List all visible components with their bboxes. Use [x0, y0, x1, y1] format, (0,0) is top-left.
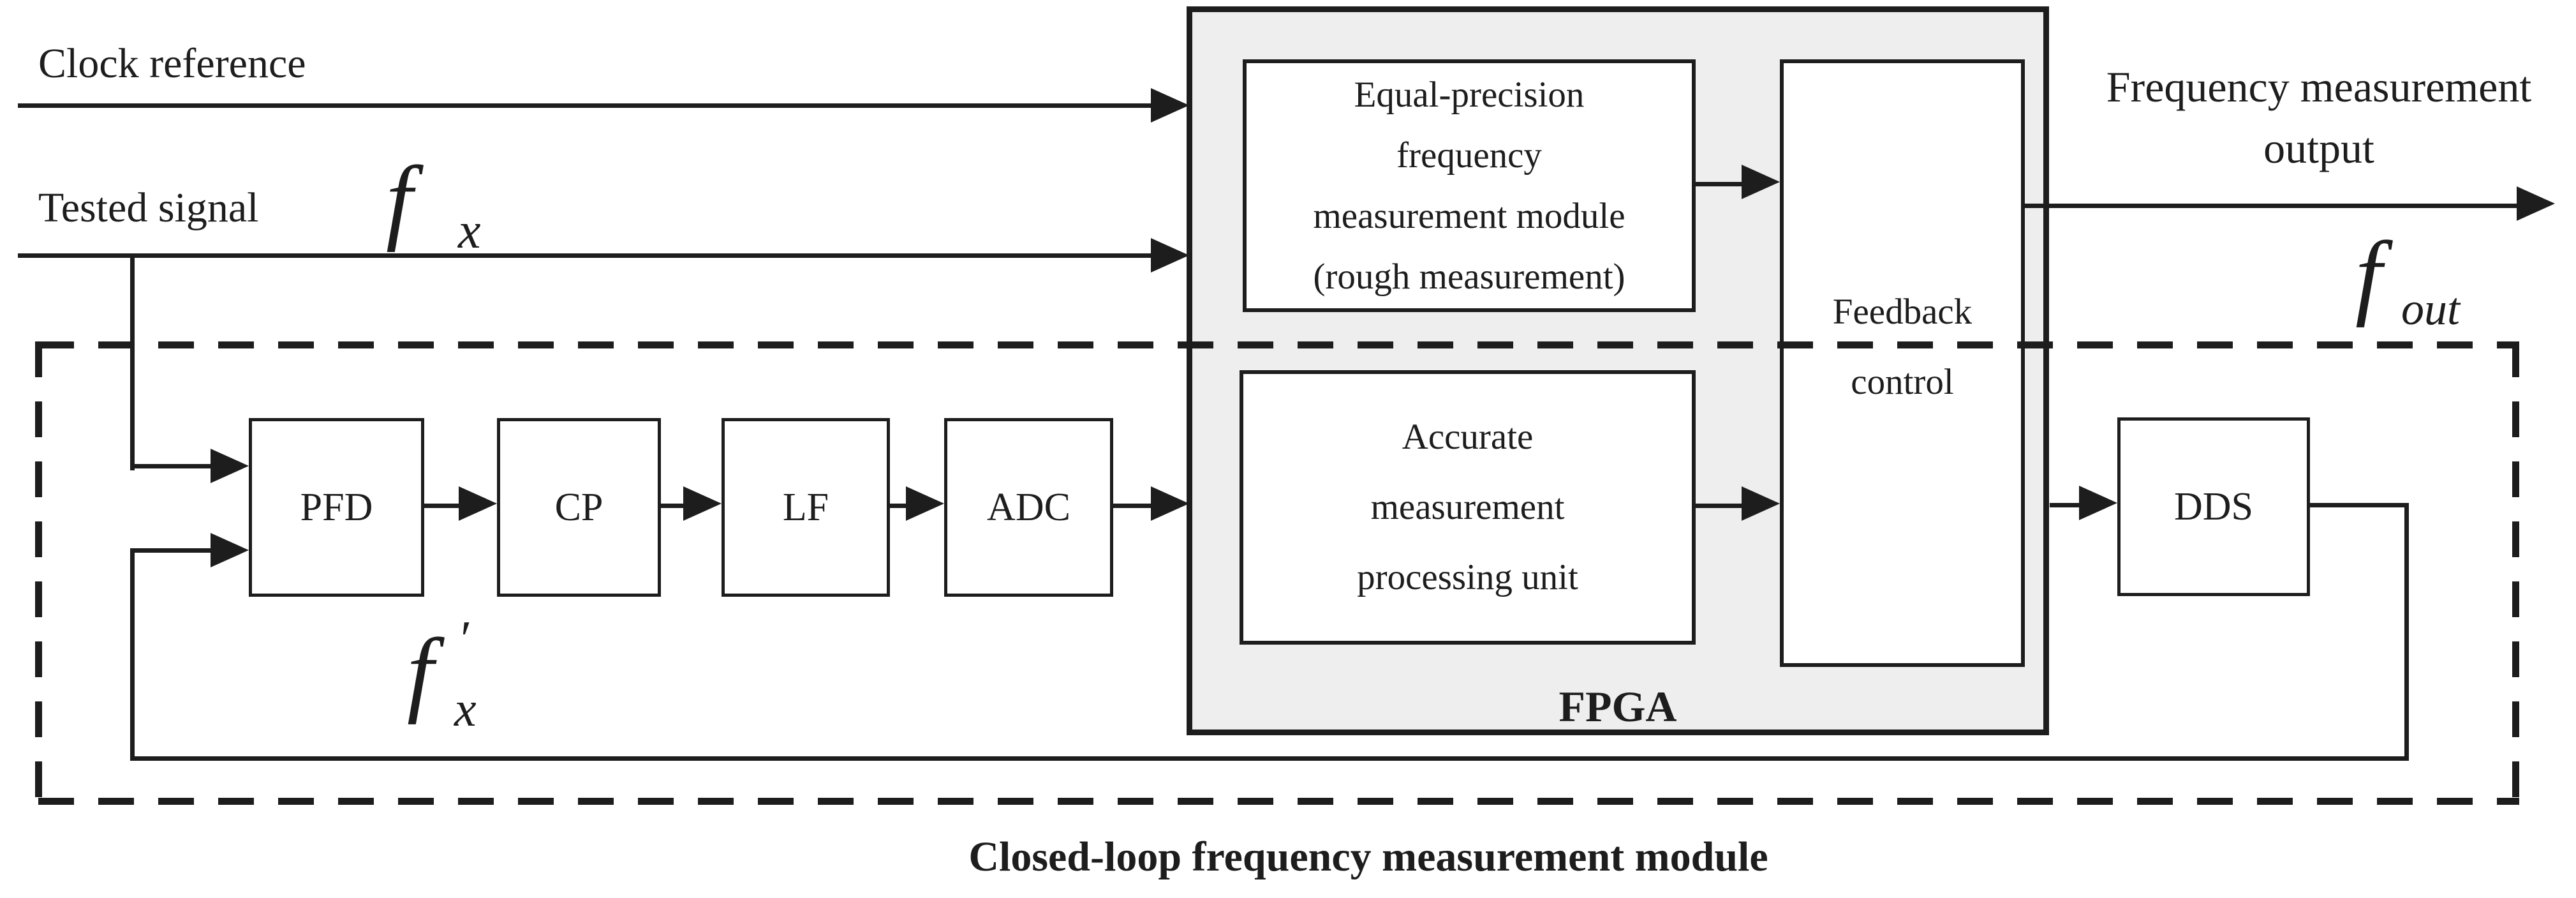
cp-block: CP — [497, 418, 661, 597]
adc-block: ADC — [944, 418, 1113, 597]
fx-sub: x — [458, 203, 481, 259]
lf-block: LF — [722, 418, 890, 597]
feedback-control-text: Feedback control — [1784, 277, 2021, 417]
feedback-control-box: Feedback control — [1780, 59, 2025, 667]
tested-signal-branch-vline — [130, 255, 135, 470]
equal-precision-line2: frequency — [1396, 135, 1542, 176]
adc-label: ADC — [987, 485, 1070, 529]
fx-prime-sub: x — [454, 681, 477, 737]
pfd-to-cp-arrowhead-icon — [459, 486, 497, 521]
pfd-to-cp-line — [424, 504, 460, 508]
feedback-line2: control — [1851, 362, 1954, 402]
clock-reference-line — [18, 103, 1151, 108]
adc-to-fpga-line — [1113, 504, 1153, 508]
fx-prime-mark: ′ — [461, 614, 472, 665]
dashed-boundary-top — [38, 341, 2519, 348]
tested-signal-label: Tested signal — [38, 184, 259, 231]
feedback-return-vline — [130, 548, 135, 761]
lf-to-adc-line — [890, 504, 908, 508]
equal-precision-line3: measurement module — [1313, 196, 1625, 236]
accurate-to-feedback-line — [1696, 504, 1743, 508]
equal-precision-line4: (rough measurement) — [1313, 257, 1625, 297]
accurate-line3: processing unit — [1357, 557, 1578, 597]
accurate-line2: measurement — [1370, 487, 1565, 527]
pfd-block: PFD — [249, 418, 424, 597]
accurate-line1: Accurate — [1402, 417, 1534, 457]
accurate-measurement-text: Accurate measurement processing unit — [1357, 402, 1578, 613]
fpga-label: FPGA — [1558, 682, 1677, 731]
pfd-upper-input-arrowhead-icon — [211, 449, 249, 483]
fx-subscript: x — [458, 206, 481, 257]
dds-block: DDS — [2117, 417, 2310, 596]
output-label: Frequency measurement output — [2061, 56, 2576, 179]
feedback-line1: Feedback — [1832, 292, 1973, 332]
cp-label: CP — [554, 485, 603, 529]
lf-to-adc-arrowhead-icon — [906, 486, 944, 521]
output-label-line1: Frequency measurement — [2106, 63, 2532, 111]
pfd-lower-input-arrowhead-icon — [211, 533, 249, 567]
fpga-to-dds-arrowhead-icon — [2079, 486, 2117, 520]
feedback-return-bottom-line — [130, 756, 2409, 761]
equal-to-feedback-arrowhead-icon — [1742, 165, 1780, 199]
output-label-line2: output — [2263, 124, 2374, 172]
accurate-to-feedback-arrowhead-icon — [1742, 486, 1780, 521]
fx-prime-subscript: x — [454, 684, 477, 734]
figure-caption: Closed-loop frequency measurement module — [968, 834, 1768, 880]
equal-precision-text: Equal-precision frequency measurement mo… — [1313, 64, 1625, 307]
fpga-to-dds-line — [2050, 503, 2081, 507]
accurate-measurement-box: Accurate measurement processing unit — [1240, 370, 1696, 645]
fx-prime-tick: ′ — [461, 611, 472, 668]
dashed-boundary-right — [2512, 341, 2519, 805]
tested-signal-arrowhead-icon — [1151, 238, 1189, 273]
output-line — [2025, 204, 2519, 208]
output-arrowhead-icon — [2517, 186, 2555, 221]
fx-prime-f: f — [407, 619, 434, 725]
tested-signal-line — [18, 253, 1151, 258]
clock-reference-arrowhead-icon — [1151, 88, 1189, 123]
fx-symbol: f — [386, 152, 413, 248]
dds-label: DDS — [2173, 484, 2254, 528]
fout-f: f — [2355, 222, 2382, 328]
adc-to-fpga-arrowhead-icon — [1151, 486, 1189, 521]
dashed-boundary-bottom — [38, 798, 2519, 805]
dashed-boundary-left — [35, 341, 42, 805]
pfd-lower-input-line — [130, 548, 213, 553]
fout-symbol: f — [2355, 227, 2382, 323]
clock-reference-label: Clock reference — [38, 40, 306, 87]
fout-subscript: out — [2401, 286, 2460, 332]
pfd-label: PFD — [300, 485, 373, 529]
dds-output-vline — [2404, 503, 2409, 761]
equal-precision-box: Equal-precision frequency measurement mo… — [1243, 59, 1696, 312]
cp-to-lf-line — [661, 504, 685, 508]
fout-sub: out — [2401, 283, 2461, 334]
dds-output-line — [2310, 503, 2409, 507]
fx-f: f — [386, 147, 413, 253]
equal-to-feedback-line — [1696, 182, 1743, 186]
cp-to-lf-arrowhead-icon — [683, 486, 722, 521]
pfd-upper-input-line — [130, 464, 213, 468]
fx-prime-symbol: f — [407, 624, 434, 720]
equal-precision-line1: Equal-precision — [1354, 75, 1585, 115]
lf-label: LF — [782, 485, 829, 529]
